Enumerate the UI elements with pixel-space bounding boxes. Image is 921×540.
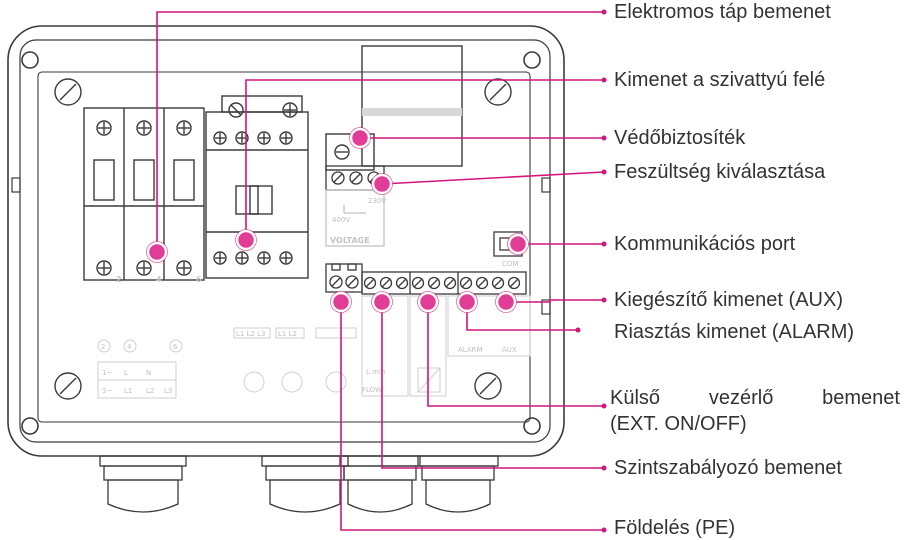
- label-ext-word-2: vezérlő: [708, 387, 774, 409]
- cable-glands: [99, 455, 499, 513]
- marker-ext: [417, 291, 439, 313]
- label-ext-word-1: Külső: [610, 387, 661, 409]
- voltage-tag: VOLTAGE: [330, 236, 370, 245]
- circuit-breaker: [83, 107, 205, 281]
- voltage-230-label: 230V: [368, 197, 386, 205]
- marker-level: [371, 291, 393, 313]
- label-ext-word-3: bemenet: [822, 387, 900, 409]
- leader-alarm: [466, 302, 578, 331]
- circle-number-2: 2: [101, 343, 105, 351]
- leader-aux: [506, 299, 604, 303]
- terminal-number-4: 4: [156, 275, 162, 284]
- contactor: [205, 95, 309, 279]
- cable-gland-4: [417, 455, 499, 513]
- label-alarm-output: Riasztás kimenet (ALARM): [614, 321, 855, 343]
- leader-ext: [427, 306, 604, 407]
- voltage-400-label: 400V: [332, 216, 350, 224]
- phase-l2-label: L2: [146, 387, 154, 395]
- label-comm-port: Kommunikációs port: [614, 233, 796, 255]
- phase-n-label: N: [146, 369, 151, 377]
- mounting-screws: [54, 78, 512, 400]
- leader-voltage-select: [381, 171, 605, 185]
- label-level-input: Szintszabályozó bemenet: [614, 457, 842, 479]
- marker-pump-output: [235, 229, 257, 251]
- leader-power-input: [156, 11, 604, 252]
- label-ext-input-line2: (EXT. ON/OFF): [610, 413, 747, 435]
- terminal-block-control: [361, 271, 527, 295]
- marker-voltage-select: [371, 173, 393, 195]
- phase-1-label: 1~: [102, 369, 112, 377]
- marker-ground: [330, 291, 352, 313]
- label-ext-input: Külső vezérlő bemenet: [610, 386, 900, 410]
- fuse-holder: [325, 133, 375, 171]
- marker-fuse: [349, 127, 371, 149]
- phase-l-label: L: [124, 369, 128, 377]
- marker-comm-port: [507, 233, 529, 255]
- leader-lines: [156, 11, 605, 531]
- com-label: COM: [502, 260, 518, 268]
- phase-l1-label: L1: [124, 387, 132, 395]
- cable-gland-1: [99, 455, 187, 513]
- enclosure: [7, 25, 565, 457]
- leader-end-dots: [575, 9, 607, 533]
- cable-gland-3: [339, 455, 421, 513]
- label-fuse: Védőbiztosíték: [614, 127, 746, 149]
- transformer: [361, 45, 463, 167]
- aux-board-label: AUX: [502, 346, 517, 354]
- phase-3-label: 3~: [102, 387, 112, 395]
- marker-aux: [495, 291, 517, 313]
- board-print-text: 2 4 6 1~ L N 3~ L1 L2 L3 L1 L2 L3 L1 L2 …: [101, 330, 517, 395]
- flow-label: FLOW: [362, 386, 382, 394]
- leader-ground: [340, 306, 604, 531]
- l123-box-label: L1 L2 L3: [236, 330, 266, 338]
- circle-number-6: 6: [173, 343, 178, 351]
- board-print: [97, 295, 531, 399]
- label-pump-output: Kimenet a szivattyú felé: [614, 69, 826, 91]
- label-power-input: Elektromos táp bemenet: [614, 1, 831, 23]
- label-aux-output: Kiegészítő kimenet (AUX): [614, 289, 843, 311]
- breaker-terminal-numbers: 2 4 6: [116, 275, 202, 284]
- leader-level: [381, 306, 604, 469]
- phase-l3-label: L3: [164, 387, 172, 395]
- cable-gland-2: [261, 455, 349, 513]
- lmin-label: L.min: [366, 368, 385, 376]
- label-voltage-select: Feszültség kiválasztása: [614, 161, 826, 183]
- label-ground: Földelés (PE): [614, 517, 736, 539]
- callout-markers: [146, 127, 529, 313]
- terminal-block-power: [325, 263, 363, 293]
- circle-number-4: 4: [127, 343, 132, 351]
- terminal-number-6: 6: [196, 275, 202, 284]
- terminal-number-2: 2: [116, 275, 122, 284]
- marker-power-input: [146, 241, 168, 263]
- alarm-board-label: ALARM: [458, 346, 483, 354]
- marker-alarm: [456, 291, 478, 313]
- l12-box-label: L1 L2: [278, 330, 297, 338]
- leader-pump-output: [245, 79, 604, 240]
